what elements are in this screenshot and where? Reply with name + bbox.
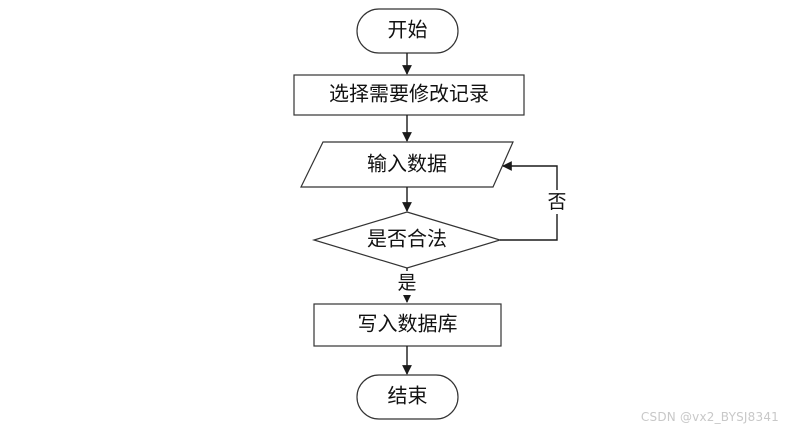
write-database-label: 写入数据库: [358, 312, 458, 336]
select-record-label: 选择需要修改记录: [329, 82, 489, 106]
end-node: 结束: [356, 374, 459, 420]
yes-label-background: [396, 271, 418, 295]
start-label: 开始: [388, 18, 428, 42]
yes-label: 是: [397, 272, 416, 294]
write-database-node: 写入数据库: [313, 303, 502, 347]
end-label: 结束: [388, 384, 428, 408]
watermark: CSDN @vx2_BYSJ8341: [640, 410, 779, 424]
input-data-label: 输入数据: [367, 152, 447, 176]
decision-node: 是否合法: [311, 211, 503, 269]
decision-label: 是否合法: [367, 227, 447, 251]
no-label: 否: [547, 191, 566, 213]
no-label-background: [546, 190, 568, 214]
input-data-node: 输入数据: [300, 141, 514, 188]
start-node: 开始: [356, 8, 459, 54]
select-record-node: 选择需要修改记录: [293, 74, 525, 116]
